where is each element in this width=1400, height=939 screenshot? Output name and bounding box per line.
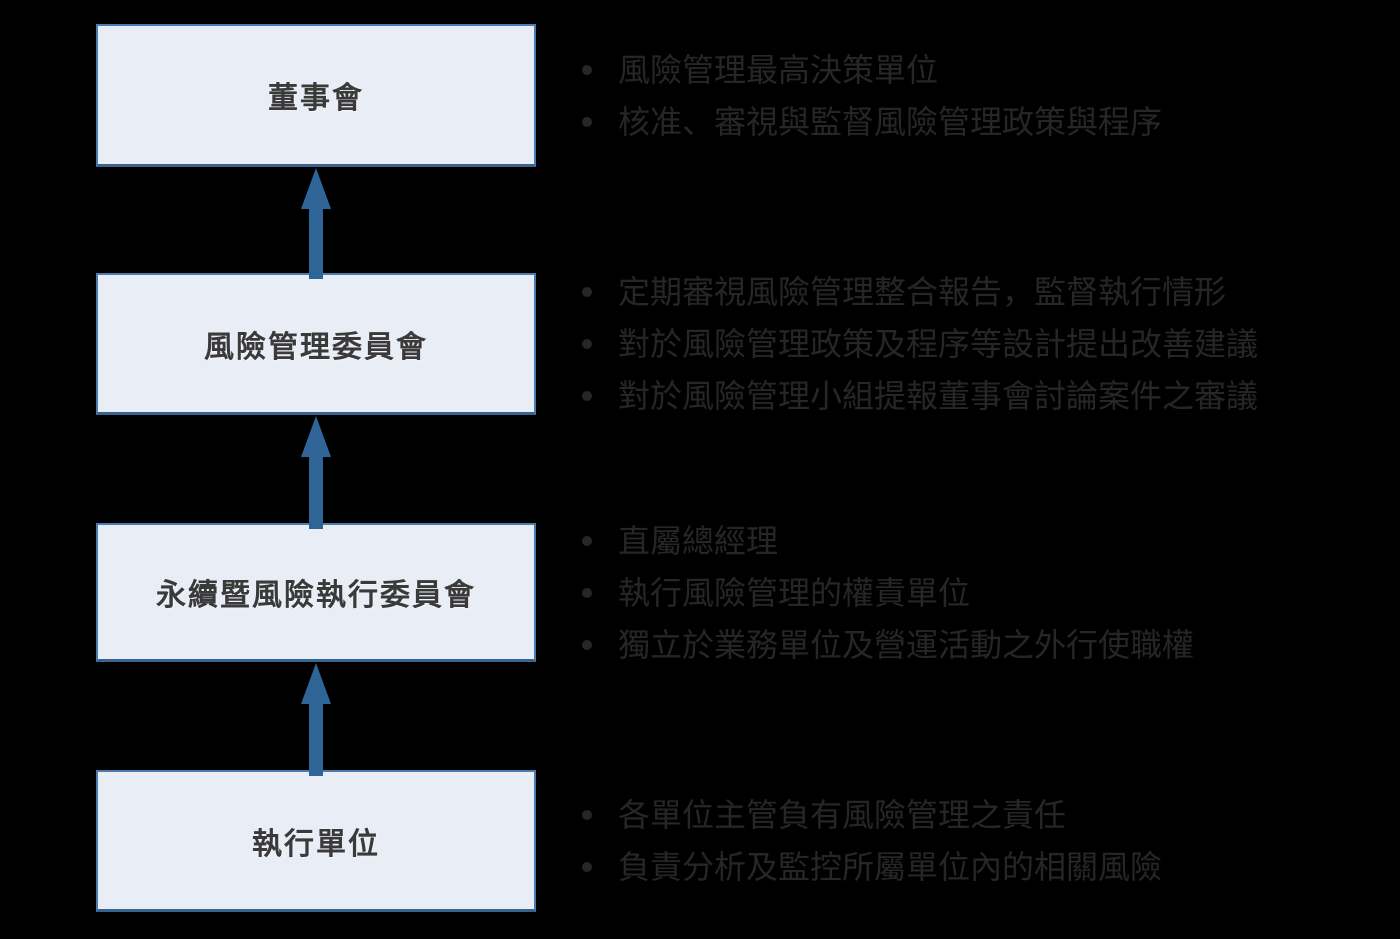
bullet-text: 各單位主管負有風險管理之責任	[618, 797, 1067, 833]
org-box-risk-management-committee-title: 風險管理委員會	[204, 330, 428, 364]
bullet-dot-icon	[582, 339, 592, 349]
bullet-item: 負責分析及監控所屬單位內的相關風險	[582, 851, 1342, 883]
bullet-text: 負責分析及監控所屬單位內的相關風險	[618, 849, 1163, 885]
bullet-text: 執行風險管理的權責單位	[618, 574, 971, 611]
up-arrow-icon	[301, 168, 331, 279]
bullet-text: 直屬總經理	[618, 522, 779, 559]
bullet-group-risk-management-committee: 定期審視風險管理整合報告，監督執行情形 對於風險管理政策及程序等設計提出改善建議…	[582, 273, 1342, 415]
up-arrow-icon	[301, 663, 331, 776]
bullet-item: 對於風險管理小組提報董事會討論案件之審議	[582, 380, 1342, 412]
bullet-dot-icon	[582, 639, 592, 650]
org-box-board: 董事會	[96, 24, 536, 167]
bullet-item: 風險管理最高決策單位	[582, 54, 1342, 86]
bullet-dot-icon	[582, 587, 592, 598]
bullet-text: 獨立於業務單位及營運活動之外行使職權	[618, 626, 1195, 663]
up-arrow-icon	[301, 416, 331, 529]
org-box-risk-management-committee: 風險管理委員會	[96, 273, 536, 415]
bullet-item: 對於風險管理政策及程序等設計提出改善建議	[582, 328, 1342, 360]
bullet-item: 各單位主管負有風險管理之責任	[582, 799, 1342, 831]
bullet-dot-icon	[582, 862, 592, 872]
org-box-sustainability-risk-exec-committee-title: 永續暨風險執行委員會	[156, 579, 476, 612]
bullet-item: 獨立於業務單位及營運活動之外行使職權	[582, 629, 1342, 661]
org-box-board-title: 董事會	[268, 82, 364, 115]
bullet-group-execution-units: 各單位主管負有風險管理之責任 負責分析及監控所屬單位內的相關風險	[582, 770, 1342, 912]
bullet-text: 核准、審視與監督風險管理政策與程序	[618, 103, 1163, 140]
bullet-item: 核准、審視與監督風險管理政策與程序	[582, 106, 1342, 138]
bullet-dot-icon	[582, 116, 592, 127]
bullet-text: 風險管理最高決策單位	[618, 51, 939, 88]
bullet-text: 定期審視風險管理整合報告，監督執行情形	[618, 274, 1227, 310]
bullet-dot-icon	[582, 535, 592, 546]
bullet-dot-icon	[582, 287, 592, 297]
bullet-dot-icon	[582, 64, 592, 75]
org-box-sustainability-risk-exec-committee: 永續暨風險執行委員會	[96, 523, 536, 662]
bullet-item: 執行風險管理的權責單位	[582, 577, 1342, 609]
org-box-execution-units: 執行單位	[96, 770, 536, 912]
bullet-item: 定期審視風險管理整合報告，監督執行情形	[582, 276, 1342, 308]
bullet-group-sustainability-risk-exec-committee: 直屬總經理 執行風險管理的權責單位 獨立於業務單位及營運活動之外行使職權	[582, 523, 1342, 662]
bullet-item: 直屬總經理	[582, 525, 1342, 557]
bullet-dot-icon	[582, 810, 592, 820]
bullet-group-board: 風險管理最高決策單位 核准、審視與監督風險管理政策與程序	[582, 24, 1342, 167]
bullet-text: 對於風險管理小組提報董事會討論案件之審議	[618, 378, 1259, 414]
org-box-execution-units-title: 執行單位	[252, 827, 380, 861]
bullet-text: 對於風險管理政策及程序等設計提出改善建議	[618, 326, 1259, 362]
bullet-dot-icon	[582, 391, 592, 401]
